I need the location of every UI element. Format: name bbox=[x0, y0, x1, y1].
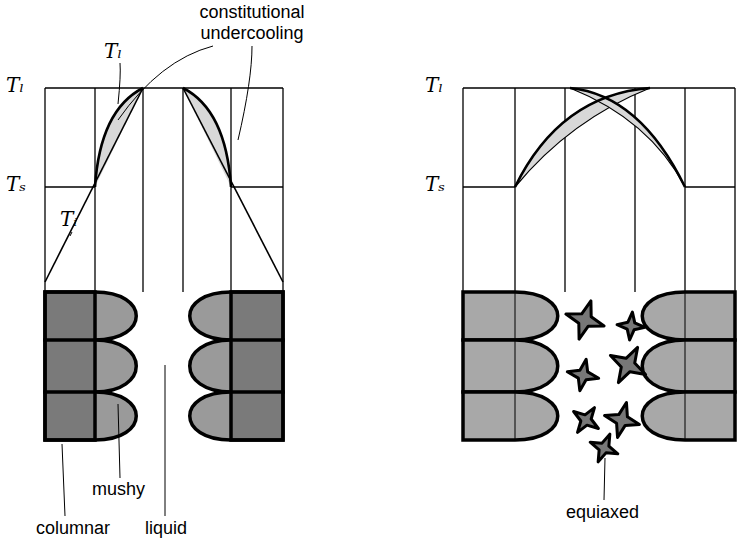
region-label: equiaxed bbox=[566, 502, 639, 523]
region-label: liquid bbox=[145, 518, 187, 539]
equiaxed-grain bbox=[566, 301, 604, 339]
left-graph bbox=[45, 88, 283, 292]
equiaxed-grain bbox=[617, 312, 645, 340]
equiaxed-grain bbox=[567, 359, 598, 390]
leader-lines bbox=[62, 46, 252, 516]
leader-line bbox=[604, 458, 605, 500]
equiaxed-grains bbox=[566, 301, 646, 462]
curve-symbol: Tₗ bbox=[104, 40, 122, 63]
equiaxed-grain bbox=[590, 434, 618, 462]
right-graph bbox=[463, 88, 735, 292]
axis-symbol: Tₛ bbox=[6, 173, 26, 196]
region-label: constitutional undercooling bbox=[192, 2, 312, 43]
columnar-dendrites-right bbox=[463, 292, 735, 440]
equiaxed-grain bbox=[574, 408, 599, 433]
columnar-dendrites bbox=[45, 292, 283, 440]
axis-symbol: Tₗ bbox=[425, 74, 443, 97]
axis-symbol: Tₛ bbox=[425, 173, 445, 196]
curve-symbol: Tᵢ bbox=[60, 208, 77, 231]
equiaxed-grain bbox=[605, 403, 640, 438]
region-label: columnar bbox=[36, 518, 110, 539]
axis-symbol: Tₗ bbox=[6, 74, 24, 97]
equiaxed-grain bbox=[610, 347, 645, 382]
region-label: mushy bbox=[92, 479, 145, 500]
